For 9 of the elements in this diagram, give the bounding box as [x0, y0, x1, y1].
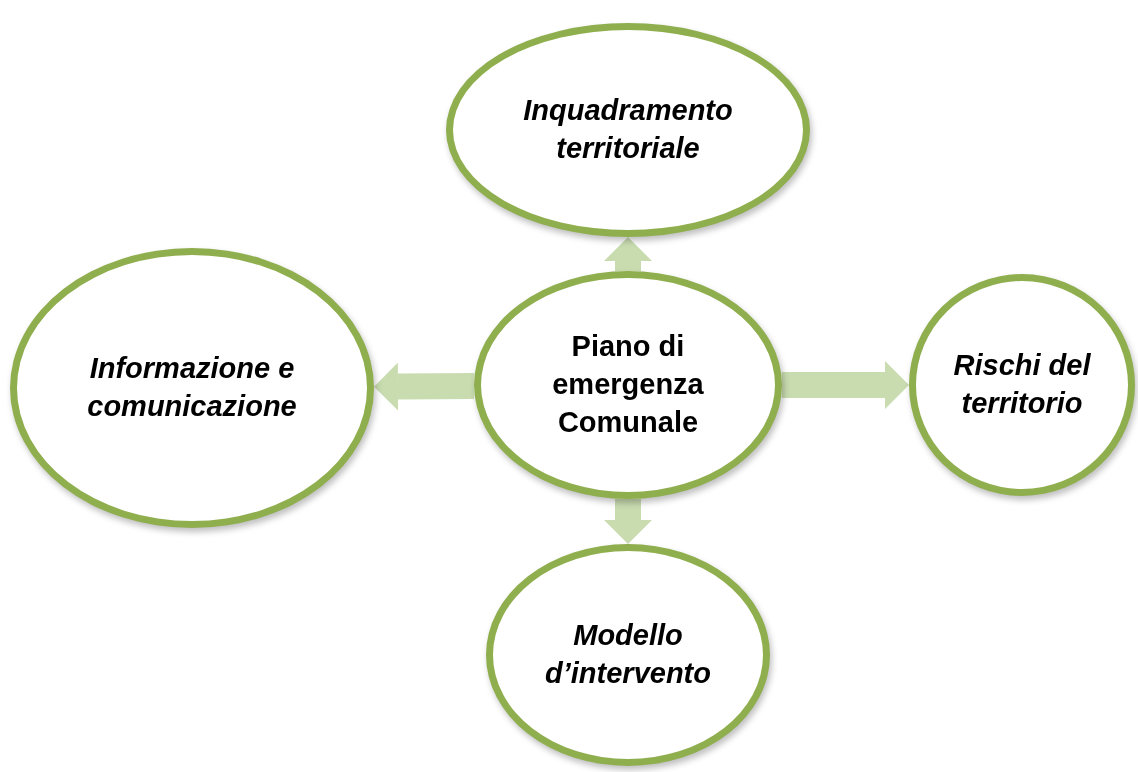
- node-text: Rischi del territorio: [952, 348, 1092, 421]
- node-text: Inquadramento territoriale: [522, 93, 734, 166]
- block-arrow: [604, 237, 652, 271]
- block-arrow: [374, 362, 475, 411]
- block-arrow: [782, 361, 909, 409]
- block-arrow: [604, 499, 652, 544]
- node-text: Piano di emergenza Comunale: [551, 329, 705, 440]
- node-text: Informazione e comunicazione: [86, 351, 298, 424]
- node-text: Modello d’intervento: [544, 618, 712, 691]
